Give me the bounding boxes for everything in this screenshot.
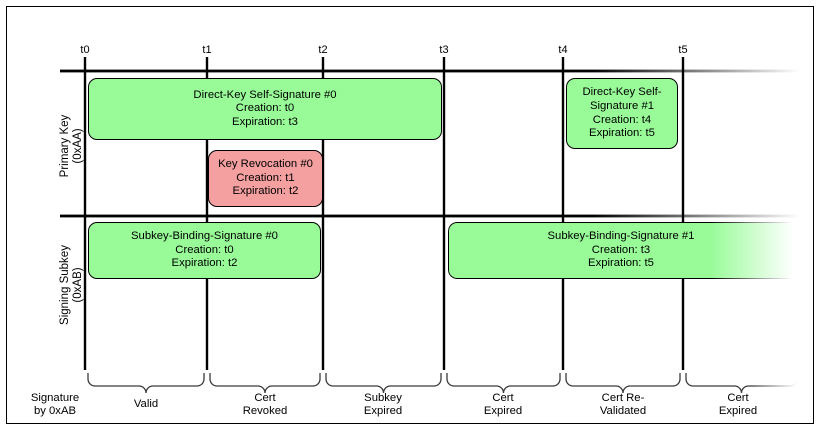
bracket-caption-line: Cert <box>492 392 514 404</box>
bracket-caption-cert-revalidated: Cert Re-Validated <box>600 392 646 419</box>
bracket-caption-valid: Valid <box>134 398 158 411</box>
signature-box-line: Subkey-Binding-Signature #0 <box>131 230 278 243</box>
signature-box-line: Expiration: t5 <box>588 257 654 270</box>
bracket-caption-line: Subkey <box>364 392 402 404</box>
signature-box-line: Creation: t3 <box>591 243 651 256</box>
bracket-caption-line: Expired <box>483 405 523 418</box>
tick-label-t4: t4 <box>558 44 568 56</box>
row-label-signing-subkey: Signing Subkey(0xAB) <box>59 220 85 350</box>
signature-box-line: Signature #1 <box>589 99 655 112</box>
row-label-line: (0xAB) <box>72 267 84 303</box>
signature-box-line: Key Revocation #0 <box>218 158 313 171</box>
signature-box-line: Direct-Key Self-Signature #0 <box>193 88 337 101</box>
bracket-caption-line: Expired <box>363 405 403 418</box>
signature-box-line: Subkey-Binding-Signature #1 <box>547 230 695 243</box>
bracket-caption-line: Valid <box>133 398 159 410</box>
signature-box-line: Expiration: t2 <box>232 185 299 198</box>
row-label-line: (0xAA) <box>72 128 84 164</box>
signature-box-line: Creation: t0 <box>235 102 295 115</box>
row-label-line: Primary Key <box>59 114 71 178</box>
footer-corner-label-line: by 0xAB <box>33 405 77 418</box>
signature-box-line: Expiration: t2 <box>171 257 238 270</box>
signature-box-line: Creation: t4 <box>592 113 652 126</box>
signature-box-line: Creation: t1 <box>236 171 295 184</box>
row-label-primary-key: Primary Key(0xAA) <box>59 91 85 201</box>
tick-label-t2: t2 <box>318 44 328 56</box>
signature-box-line: Direct-Key Self- <box>582 86 662 99</box>
tick-label-t1: t1 <box>202 44 212 56</box>
tick-label-t5: t5 <box>678 44 688 56</box>
signature-box-line: Expiration: t5 <box>589 127 655 140</box>
footer-corner-label-line: Signature <box>30 392 80 404</box>
bracket-caption-line: Cert <box>254 392 276 404</box>
bracket-caption-line: Cert <box>727 392 749 404</box>
signature-box-line: Creation: t0 <box>175 243 234 256</box>
tick-label-t3: t3 <box>439 44 449 56</box>
bracket-caption-line: Revoked <box>242 405 288 418</box>
signature-box-line: Expiration: t3 <box>232 115 298 128</box>
bracket-caption-line: Validated <box>599 405 647 418</box>
tick-label-t0: t0 <box>80 44 90 56</box>
row-label-line: Signing Subkey <box>59 245 71 325</box>
bracket-caption-line: Cert Re- <box>601 392 645 404</box>
bracket-caption-line: Expired <box>718 405 758 418</box>
